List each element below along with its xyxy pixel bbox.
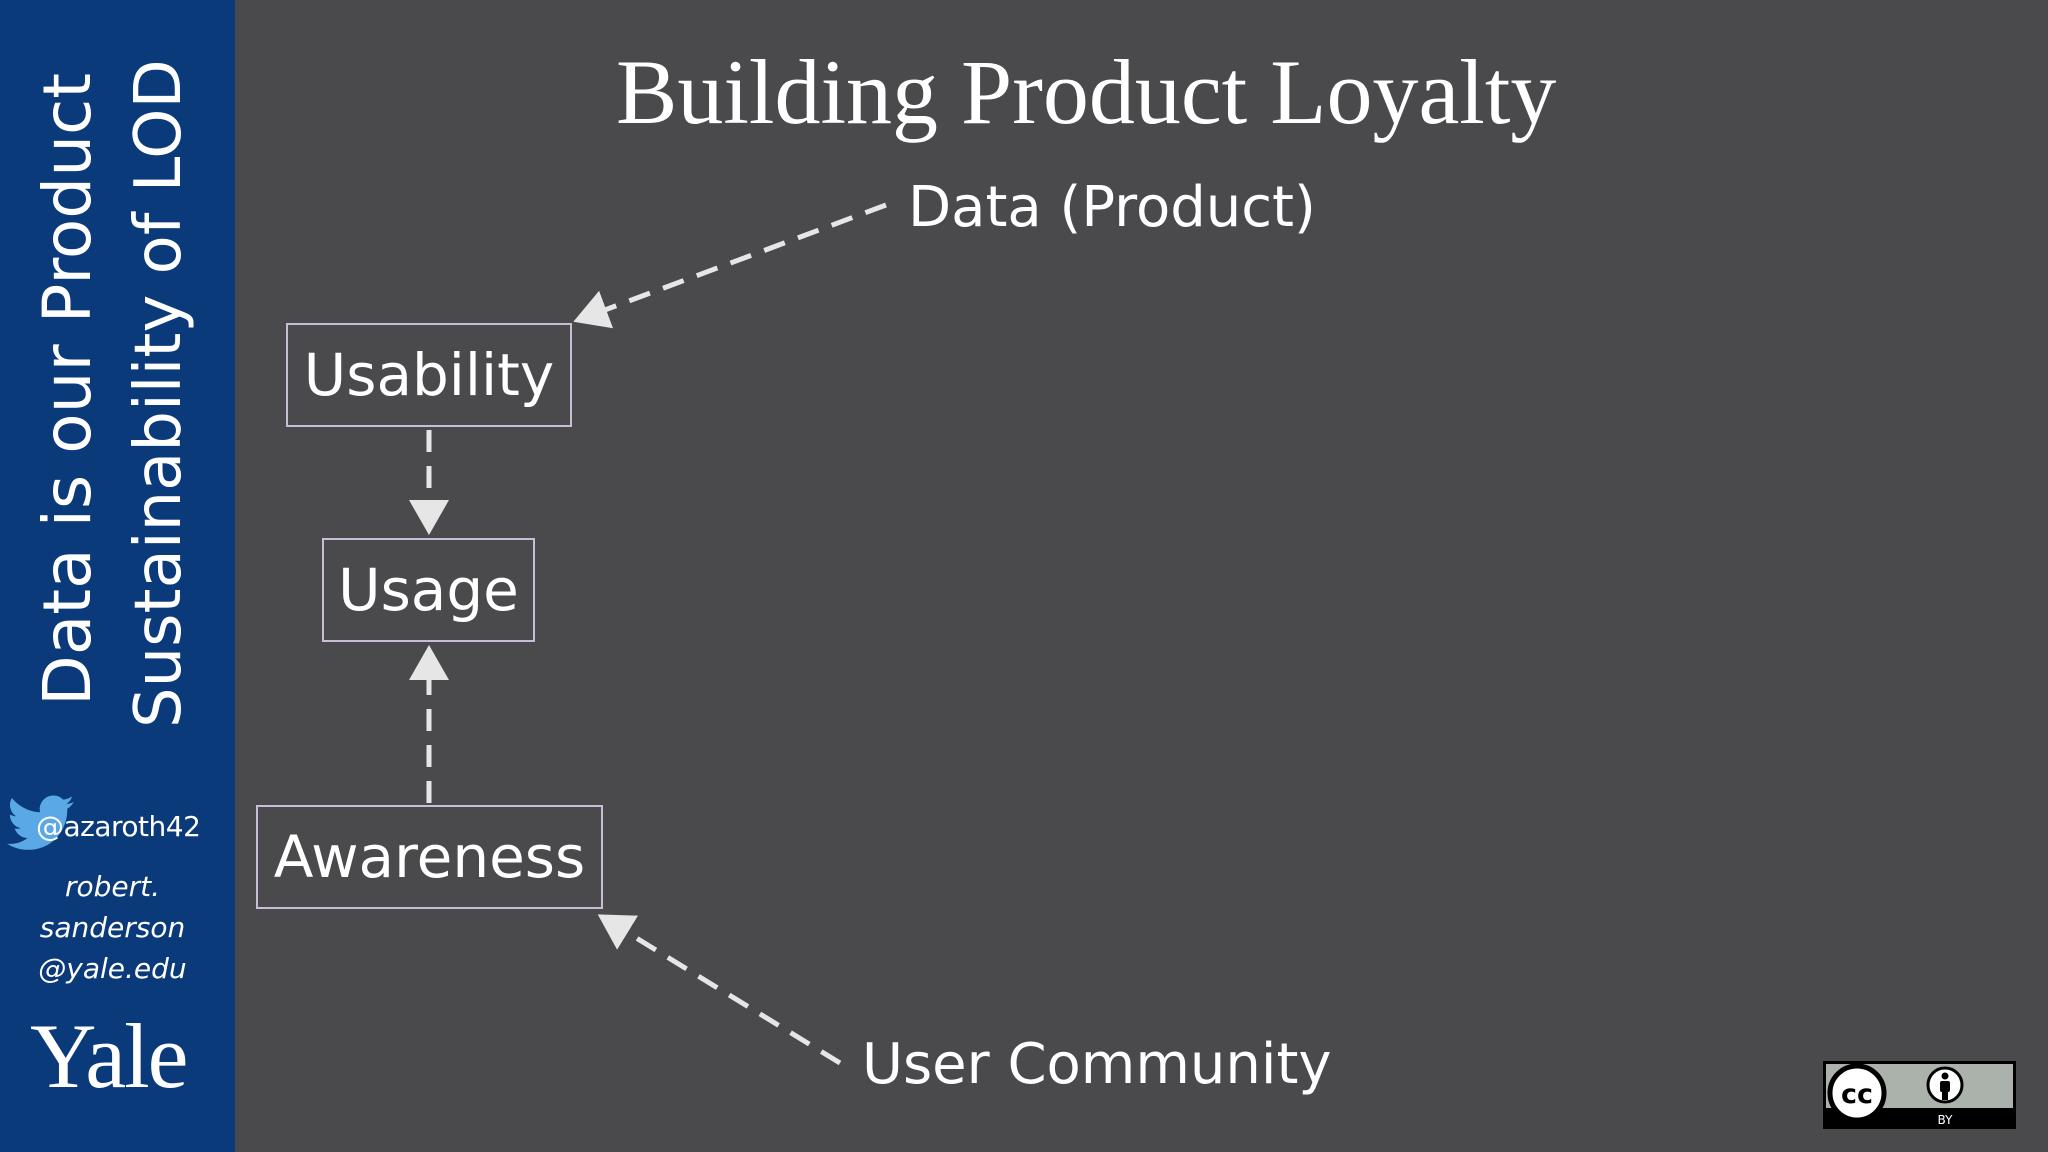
- svg-text:cc: cc: [1841, 1079, 1873, 1110]
- arrow-data-to-usability: [573, 202, 887, 329]
- cc-by-license-icon: cc BY: [1823, 1061, 2016, 1129]
- slide-title: Building Product Loyalty: [616, 41, 1557, 143]
- cc-by-text: BY: [1938, 1113, 1954, 1127]
- email-address: robert. sanderson @yale.edu: [0, 866, 225, 989]
- label-data-product: Data (Product): [908, 175, 1316, 240]
- sidebar: Data is our Product Sustainability of LO…: [0, 0, 235, 1152]
- email-line-1: robert.: [64, 870, 161, 903]
- node-usability: Usability: [286, 323, 572, 427]
- label-user-community: User Community: [862, 1032, 1332, 1097]
- twitter-handle: @azaroth42: [36, 810, 201, 843]
- node-usage: Usage: [322, 538, 535, 642]
- twitter-bird-icon: [7, 795, 75, 850]
- email-line-2: sanderson: [39, 911, 186, 944]
- email-line-3: @yale.edu: [38, 952, 187, 985]
- yale-logo: Yale: [30, 1005, 188, 1107]
- node-awareness: Awareness: [256, 805, 603, 909]
- arrow-community-to-awareness: [597, 914, 842, 1066]
